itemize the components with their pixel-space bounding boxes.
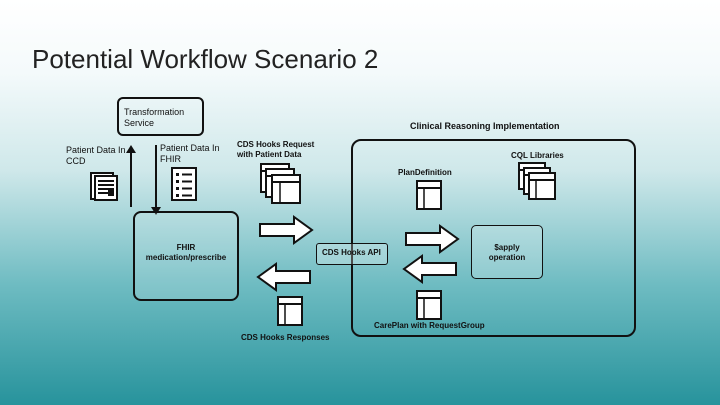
apply-operation-label: $apply operation (488, 243, 526, 262)
cds-hooks-api-label: CDS Hooks API (322, 248, 381, 257)
patient-data-fhir-label: Patient Data In FHIR (160, 143, 220, 164)
clinical-impl-title: Clinical Reasoning Implementation (410, 121, 560, 131)
left-arrow-icon (256, 262, 312, 292)
fhir-medication-label: FHIR medication/prescribe (145, 243, 227, 262)
careplan-doc-icon (416, 290, 442, 320)
response-document-icon (277, 296, 303, 326)
request-documents-icon (260, 163, 302, 205)
careplan-label: CarePlan with RequestGroup (374, 321, 485, 330)
page-title: Potential Workflow Scenario 2 (32, 44, 379, 74)
transformation-service-box (117, 97, 204, 136)
clinical-impl-box (351, 139, 636, 337)
transformation-service-label: Transformation Service (124, 107, 185, 128)
cql-libraries-label: CQL Libraries (511, 151, 564, 160)
cds-hooks-api-box (316, 243, 388, 265)
plan-definition-doc-icon (416, 180, 442, 210)
right-arrow-icon (404, 224, 460, 254)
right-arrow-icon (258, 215, 314, 245)
patient-data-ccd-label: Patient Data In CCD (66, 145, 126, 166)
apply-operation-box (471, 225, 543, 279)
plan-definition-label: PlanDefinition (398, 168, 452, 177)
down-arrow-icon (150, 145, 162, 215)
cds-responses-label: CDS Hooks Responses (241, 333, 330, 342)
cql-libraries-icon (518, 162, 558, 202)
checklist-icon (170, 166, 198, 202)
document-icon (88, 170, 120, 202)
cds-request-label: CDS Hooks Request with Patient Data (237, 140, 315, 159)
left-arrow-icon (402, 254, 458, 284)
up-arrow-icon (125, 145, 137, 207)
fhir-medication-box (133, 211, 239, 301)
